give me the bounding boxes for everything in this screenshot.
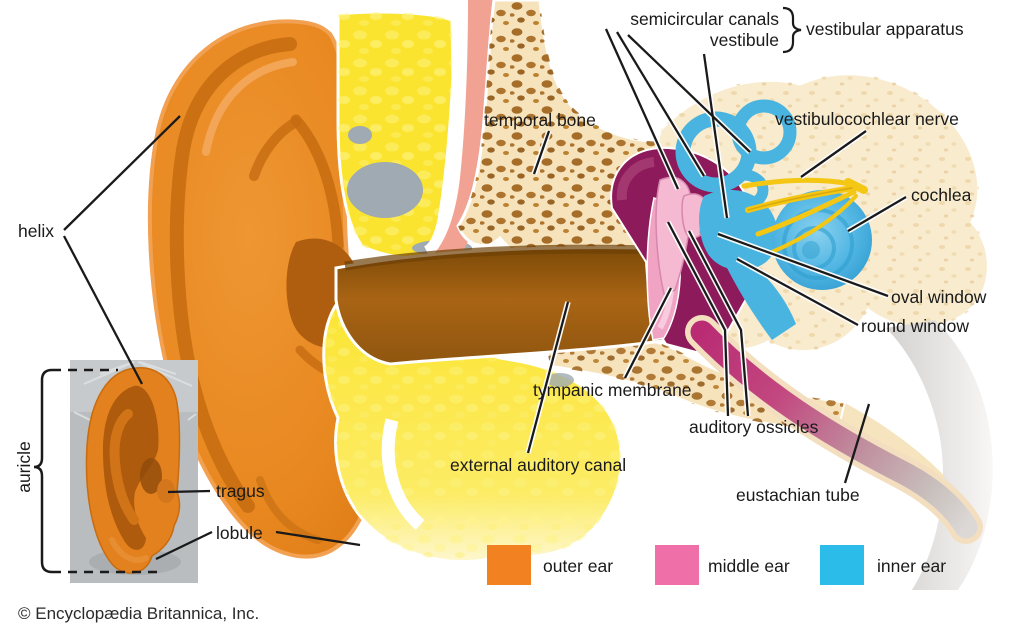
- leader-lines: [62, 28, 907, 561]
- leader-vestibule: [702, 53, 729, 219]
- label-round-window: round window: [861, 316, 969, 336]
- label-semicircular-canals: semicircular canals: [630, 9, 779, 29]
- leader-vestibulocochlear-nerve: [800, 130, 867, 178]
- leader-lobule-main: [275, 530, 361, 547]
- label-tragus: tragus: [216, 481, 265, 501]
- leader-ossicles-2: [687, 230, 750, 417]
- leader-eustachian-tube: [843, 403, 871, 484]
- leader-semicircular-2: [616, 31, 705, 177]
- label-vestibular-apparatus: vestibular apparatus: [806, 19, 964, 39]
- leader-helix-upper: [63, 115, 181, 231]
- label-oval-window: oval window: [891, 287, 987, 307]
- label-cochlea: cochlea: [911, 185, 972, 205]
- label-helix: helix: [18, 221, 54, 241]
- leader-semicircular-1: [604, 28, 680, 190]
- leader-tympanic-membrane: [623, 287, 673, 379]
- auricle-brace: [33, 368, 162, 574]
- credit-line: © Encyclopædia Britannica, Inc.: [18, 604, 260, 623]
- cartilage-channel: [423, 0, 471, 262]
- legend-label-outer-ear: outer ear: [543, 556, 614, 576]
- label-vestibulocochlear-nerve: vestibulocochlear nerve: [775, 109, 959, 129]
- vestibulocochlear-nerve-shape: [741, 177, 868, 254]
- auricle-inset-image: [70, 360, 198, 583]
- leader-tragus: [167, 489, 211, 494]
- leader-ossicles-1: [666, 221, 730, 417]
- label-vestibule: vestibule: [709, 30, 779, 50]
- legend-label-inner-ear: inner ear: [877, 556, 947, 576]
- external-auditory-canal-shape: [334, 244, 698, 366]
- cartilage-blob: [347, 162, 423, 218]
- leader-temporal-bone: [532, 130, 551, 175]
- label-auditory-ossicles: auditory ossicles: [689, 417, 819, 437]
- lobule-shape: [109, 537, 149, 563]
- legend-label-middle-ear: middle ear: [708, 556, 790, 576]
- label-lobule: lobule: [216, 523, 263, 543]
- legend-swatch-outer-ear: [487, 545, 531, 585]
- leader-cochlea: [847, 196, 907, 232]
- leader-helix-lower: [62, 235, 144, 385]
- label-tympanic-membrane: tympanic membrane: [533, 380, 692, 400]
- legend-swatch-inner-ear: [820, 545, 864, 585]
- leader-semicircular-3: [627, 34, 751, 153]
- label-external-auditory-canal: external auditory canal: [450, 455, 627, 475]
- leader-oval-window: [717, 232, 889, 298]
- label-temporal-bone: temporal bone: [484, 110, 596, 130]
- legend-swatch-middle-ear: [655, 545, 699, 585]
- leader-external-auditory-canal: [526, 301, 570, 454]
- leader-lobule-inset: [155, 530, 213, 561]
- label-eustachian-tube: eustachian tube: [736, 485, 860, 505]
- leader-round-window: [736, 257, 859, 327]
- label-auricle: auricle: [14, 441, 34, 493]
- tragus-shape: [157, 479, 175, 503]
- vestibular-apparatus-brace: [782, 6, 802, 54]
